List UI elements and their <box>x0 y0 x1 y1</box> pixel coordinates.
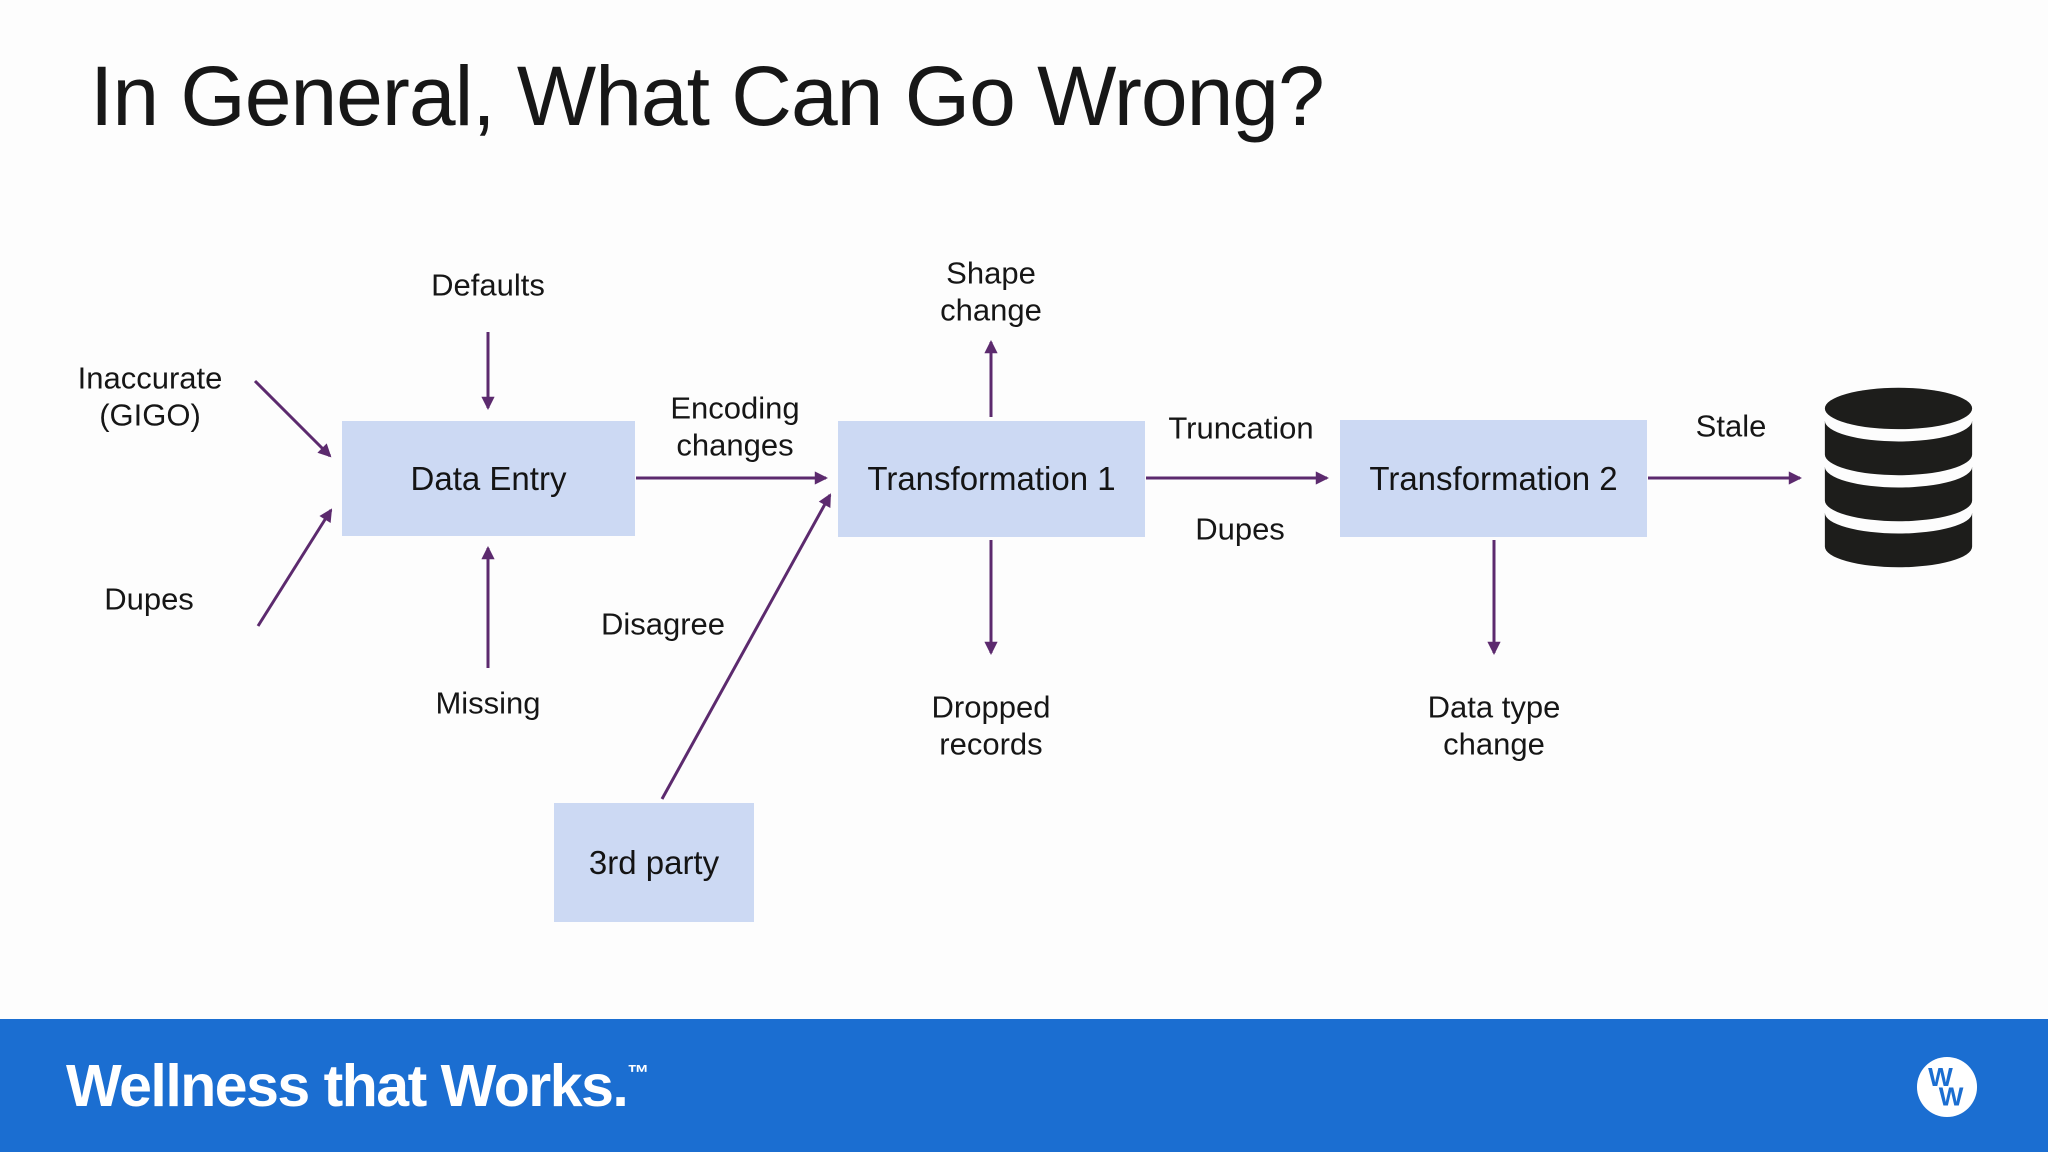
arrow-dupes-to-data-entry <box>256 508 333 627</box>
label-truncation: Truncation <box>1168 410 1314 446</box>
label-dropped-records: Dropped records <box>931 689 1051 761</box>
label-data-type-change: Data type change <box>1427 689 1561 761</box>
footer-wordmark: Wellness that Works.™ <box>66 1052 649 1120</box>
box-third-party: 3rd party <box>554 803 754 922</box>
arrow-third-party-to-transformation-1 <box>660 493 832 800</box>
ww-logo-icon: W W <box>1916 1056 1978 1118</box>
box-transformation-2: Transformation 2 <box>1340 420 1647 537</box>
box-transformation-1: Transformation 1 <box>838 421 1145 537</box>
label-dupes-input: Dupes <box>104 581 194 617</box>
box-data-entry-label: Data Entry <box>410 459 567 497</box>
slide-title: In General, What Can Go Wrong? <box>90 49 1325 143</box>
database-icon <box>1824 387 1973 568</box>
label-defaults: Defaults <box>431 267 545 303</box>
box-transformation-2-label: Transformation 2 <box>1369 459 1618 497</box>
footer-bar: Wellness that Works.™ <box>0 1019 2048 1152</box>
box-data-entry: Data Entry <box>342 421 635 536</box>
label-dupes-output: Dupes <box>1195 511 1285 547</box>
svg-text:W: W <box>1939 1081 1964 1111</box>
label-missing: Missing <box>435 685 541 721</box>
label-shape-change: Shape change <box>940 255 1042 327</box>
label-inaccurate-gigo: Inaccurate (GIGO) <box>77 360 223 432</box>
footer-wordmark-text: Wellness that Works. <box>66 1052 629 1119</box>
box-third-party-label: 3rd party <box>588 843 720 881</box>
svg-text:W: W <box>1928 1062 1953 1092</box>
label-encoding-changes: Encoding changes <box>670 390 800 462</box>
box-transformation-1-label: Transformation 1 <box>867 460 1116 497</box>
label-disagree: Disagree <box>600 606 726 642</box>
trademark-symbol: ™ <box>627 1059 650 1085</box>
arrow-inaccurate-to-data-entry <box>253 379 332 458</box>
label-stale: Stale <box>1695 408 1767 444</box>
